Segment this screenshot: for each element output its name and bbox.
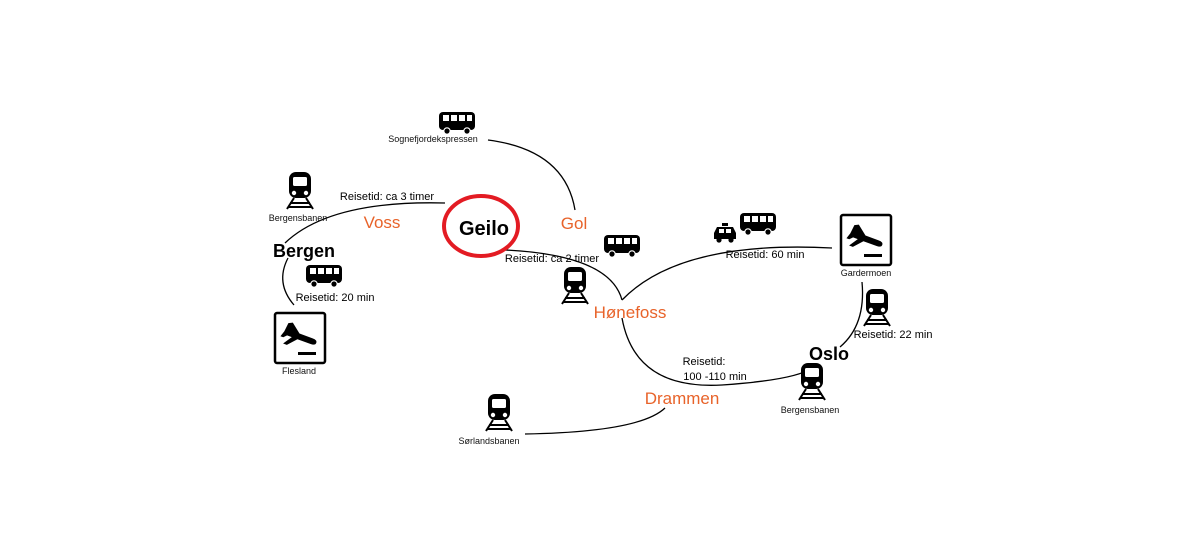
train-icon [798,362,826,401]
route-bergen-geilo [284,202,446,244]
taxi-icon [714,223,736,243]
travel-time-honefoss-oslo-line2: 100 -110 min [683,371,746,383]
route-geilo-honefoss [504,249,623,301]
route-lines [282,139,864,435]
airport-icon [839,213,893,267]
station-sorlandsbanen: Sørlandsbanen [458,436,519,446]
route-sognefjord-gol [487,139,576,211]
travel-time-honefoss-gardermoen: Reisetid: 60 min [726,249,805,261]
airport-icon [273,311,327,365]
train-icon [286,171,314,210]
city-geilo: Geilo [459,218,509,240]
train-icon [863,288,891,327]
train-icon [561,266,589,305]
travel-time-geilo-honefoss: Reisetid: ca 2 timer [505,253,599,265]
travel-time-bergen-flesland: Reisetid: 20 min [296,292,375,304]
town-drammen: Drammen [645,389,720,408]
station-bergensbanen-west: Bergensbanen [269,213,328,223]
route-sorlandsbanen-drammen [524,407,666,435]
travel-time-bergen-geilo: Reisetid: ca 3 timer [340,191,434,203]
route-gardermoen-oslo [839,281,864,348]
geilo-highlight-ring [442,194,520,258]
town-gol: Gol [561,214,587,233]
station-sognefjordekspressen: Sognefjordekspressen [388,134,478,144]
route-honefoss-gardermoen [621,246,833,301]
town-voss: Voss [364,213,401,232]
bus-icon [739,212,777,236]
station-bergensbanen-east: Bergensbanen [781,405,840,415]
travel-time-gardermoen-oslo: Reisetid: 22 min [854,329,933,341]
station-gardermoen: Gardermoen [841,268,892,278]
bus-icon [603,234,641,258]
city-oslo: Oslo [809,344,849,364]
station-flesland: Flesland [282,366,316,376]
route-bergen-flesland [282,257,295,306]
city-bergen: Bergen [273,241,335,261]
travel-time-honefoss-oslo-line1: Reisetid: [683,356,726,368]
bus-icon [438,111,476,135]
bus-icon [305,264,343,288]
train-icon [485,393,513,432]
town-honefoss: Hønefoss [594,303,667,322]
route-honefoss-oslo [621,317,813,386]
